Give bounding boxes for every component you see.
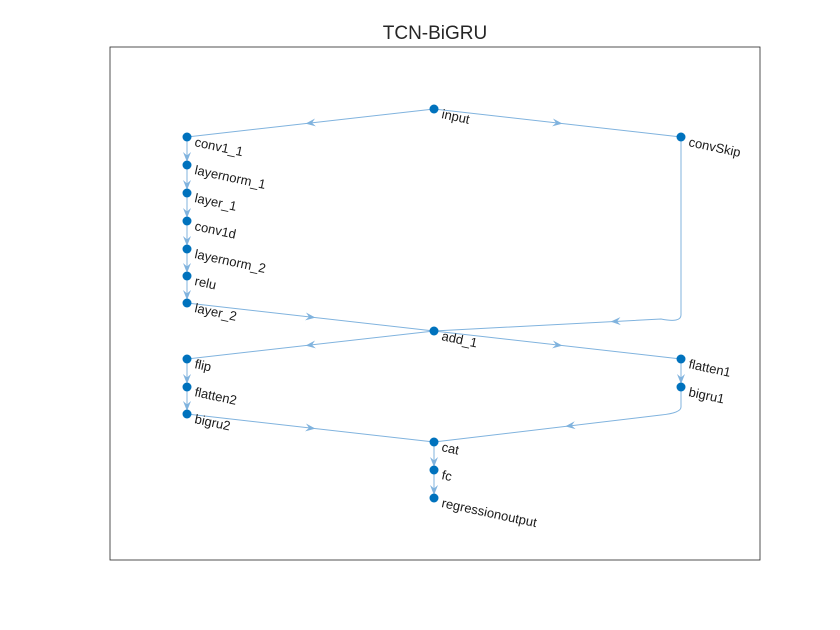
arrowhead-fc-to-regressionoutput [430,485,438,495]
arrowhead-flatten1-to-bigru1 [677,374,685,384]
node-label-flatten2: flatten2 [193,384,238,408]
arrowhead-layer_1-to-conv1d [183,208,191,218]
arrowhead-add_1-to-flip [305,340,316,349]
node-convSkip [676,132,686,142]
node-add_1 [429,326,439,336]
arrowhead-layernorm_2-to-relu [183,263,191,273]
node-fc [429,465,439,475]
arrowhead-flip-to-flatten2 [183,374,191,384]
node-label-flatten1: flatten1 [687,356,732,380]
graph-edges [183,108,685,498]
arrowhead-add_1-to-flatten1 [552,340,563,349]
node-flatten1 [676,354,686,364]
node-flatten2 [182,382,192,392]
arrowhead-conv1_1-to-layernorm_1 [183,152,191,162]
node-layernorm_2 [182,244,192,254]
arrowhead-convSkip-to-add_1 [610,317,621,326]
node-label-layer_2: layer_2 [193,300,238,324]
node-bigru2 [182,409,192,419]
node-relu [182,271,192,281]
node-label-add_1: add_1 [440,328,478,350]
arrowhead-bigru2-to-cat [305,423,316,432]
arrowhead-relu-to-layer_2 [183,290,191,300]
node-bigru1 [676,382,686,392]
node-layer_1 [182,188,192,198]
node-conv1_1 [182,132,192,142]
arrowhead-cat-to-fc [430,457,438,467]
arrowhead-conv1d-to-layernorm_2 [183,236,191,246]
arrowhead-layer_2-to-add_1 [305,312,316,321]
arrowhead-flatten2-to-bigru2 [183,401,191,411]
node-label-layernorm_1: layernorm_1 [193,162,267,192]
node-label-convSkip: convSkip [687,134,742,160]
arrowhead-layernorm_1-to-layer_1 [183,180,191,190]
node-label-layer_1: layer_1 [193,190,238,214]
node-input [429,104,439,114]
axes-box [109,46,761,561]
node-layernorm_1 [182,160,192,170]
node-label-regressionoutput: regressionoutput [440,495,538,530]
node-label-input: input [440,106,471,127]
arrowhead-input-to-conv1_1 [305,118,316,127]
node-label-layernorm_2: layernorm_2 [193,246,267,276]
node-layer_2 [182,298,192,308]
node-label-flip: flip [193,356,212,374]
node-regressionoutput [429,493,439,503]
node-label-relu: relu [193,273,217,292]
node-flip [182,354,192,364]
node-label-conv1_1: conv1_1 [193,134,244,159]
arrowhead-bigru1-to-cat [565,421,576,430]
node-label-cat: cat [440,439,460,457]
edge-convSkip-to-add_1 [433,137,682,332]
node-label-bigru2: bigru2 [193,411,231,433]
node-label-bigru1: bigru1 [687,384,725,406]
node-label-conv1d: conv1d [193,218,237,241]
node-label-fc: fc [440,467,453,484]
figure-title: TCN-BiGRU [383,23,488,44]
edge-bigru1-to-cat [433,387,682,443]
node-cat [429,437,439,447]
arrowhead-input-to-convSkip [552,118,563,127]
node-conv1d [182,216,192,226]
